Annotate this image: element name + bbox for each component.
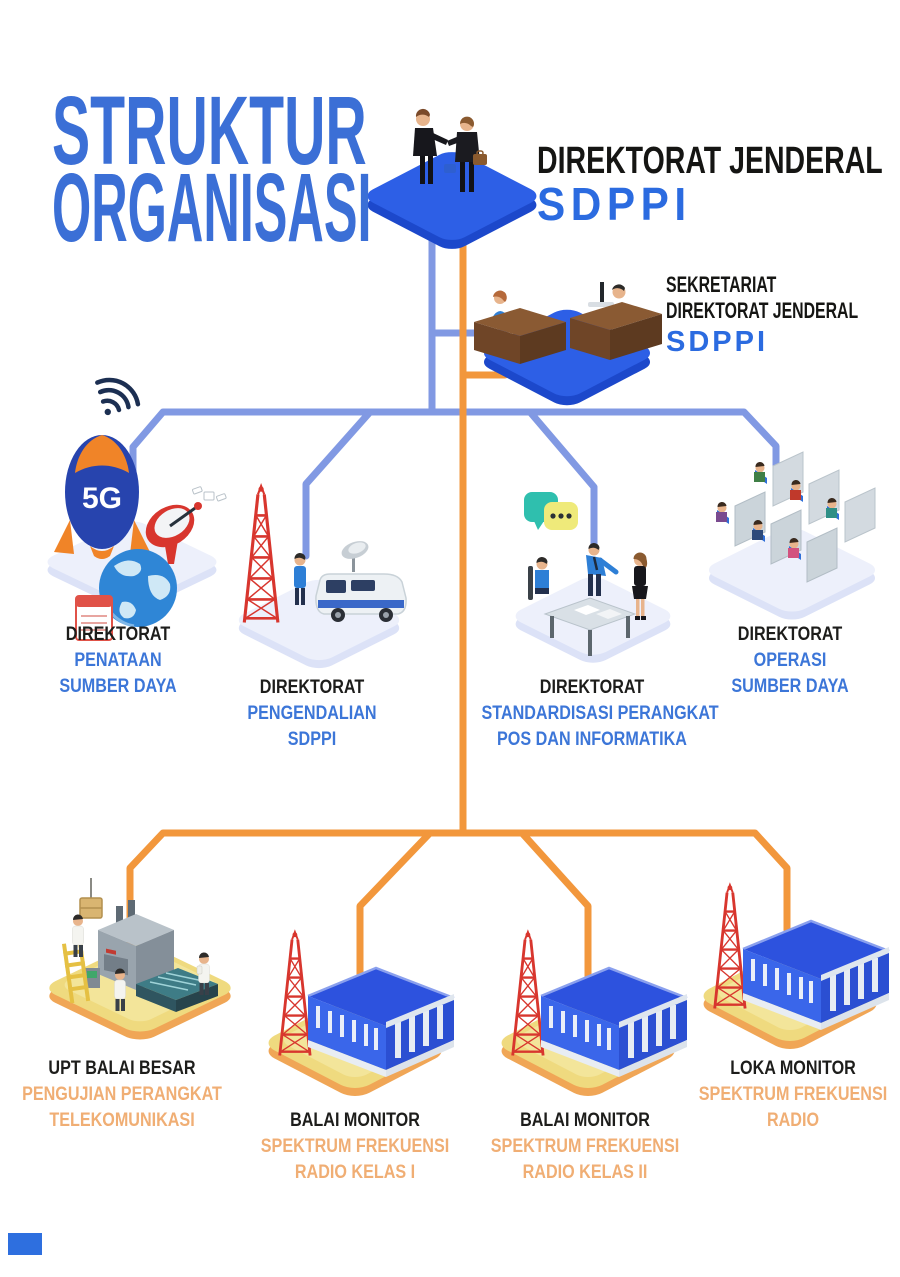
root-dept-text: DIREKTORAT JENDERAL [537,140,883,182]
secretariat-label: SEKRETARIAT DIREKTORAT JENDERAL SDPPI [666,272,900,360]
businesswoman-icon [632,552,648,620]
balai-monitor-1-illustration [250,930,460,1100]
technician-icon [294,552,306,605]
secretariat-line1: SEKRETARIAT [666,272,777,297]
call-center-cubicles-icon [716,451,876,583]
directorate-name: DIREKTORAT [737,624,843,645]
rocket-5g-icon: 5G [54,435,150,559]
loka-monitor-illustration [685,883,895,1053]
balai-monitor-1-label: BALAI MONITOR SPEKTRUM FREKUENSI RADIO K… [225,1108,485,1186]
root-org-text: SDPPI [537,178,692,230]
directorate-sub2: SUMBER DAYA [59,676,177,697]
directorate-standardisasi-label: DIREKTORAT STANDARDISASI PERANGKAT POS D… [462,675,722,753]
directorate-name: DIREKTORAT [539,677,645,698]
monitor-station-building-icon [493,932,687,1100]
directorate-sub2: SUMBER DAYA [731,676,849,697]
directorate-name: DIREKTORAT [65,624,171,645]
directorate-sub1: OPERASI [753,650,827,671]
crane-box-icon [79,878,103,919]
directorate-sub1: PENGENDALIAN [247,703,377,724]
director-general-node-illustration [367,108,537,249]
upt-sub2: RADIO KELAS II [522,1162,648,1183]
balai-monitor-2-label: BALAI MONITOR SPEKTRUM FREKUENSI RADIO K… [455,1108,715,1186]
meeting-desk-icon [543,597,637,656]
directorate-pengendalian-label: DIREKTORAT PENGENDALIAN SDPPI [182,675,442,753]
wifi-icon [95,377,141,416]
seated-person-icon [528,556,549,600]
orange-connector-tree [126,216,791,982]
balai-monitor-2-illustration [483,930,693,1100]
directorate-name: DIREKTORAT [259,677,365,698]
title-line1: STRUKTUR [52,76,367,185]
upt-name: LOKA MONITOR [730,1058,856,1079]
directorate-penataan-label: DIREKTORAT PENATAAN SUMBER DAYA [0,622,248,700]
upt-testing-lab-illustration [49,878,231,1040]
calendar-icon [75,595,113,641]
secretariat-node-illustration [474,282,662,406]
upt-sub1: PENGUJIAN PERANGKAT [22,1084,222,1105]
rocket-5g-text: 5G [82,482,122,515]
upt-sub1: SPEKTRUM FREKUENSI [490,1136,680,1157]
page-title: STRUKTUR ORGANISASI [52,76,666,262]
secretariat-line2: DIREKTORAT JENDERAL [666,298,859,323]
loka-monitor-label: LOKA MONITOR SPEKTRUM FREKUENSI RADIO [663,1056,900,1134]
upt-sub1: SPEKTRUM FREKUENSI [260,1136,450,1157]
standing-person-icon [586,542,619,596]
upt-name: UPT BALAI BESAR [48,1058,196,1079]
lab-worker-icon [196,952,210,995]
lab-worker-icon [72,914,84,957]
directorate-operasi-illustration [708,451,876,620]
globe-icon [99,549,177,628]
blue-connector-tree [129,216,780,560]
lab-machine-icon [84,900,218,1012]
corner-accent-mark [8,1233,42,1255]
directorate-pengendalian-illustration [238,484,407,669]
title-line2: ORGANISASI [52,153,372,262]
office-desks-staff-icon [474,282,662,364]
directorate-standardisasi-illustration [515,492,671,663]
upt-sub2: TELEKOMUNIKASI [49,1110,195,1131]
satellite-dish-icon [145,486,227,564]
directorate-penataan-illustration: 5G [47,377,227,641]
root-node-label: DIREKTORAT JENDERAL SDPPI [537,142,900,228]
directorate-operasi-label: DIREKTORAT OPERASI SUMBER DAYA [660,622,900,700]
monitoring-van-icon [315,541,407,622]
upt-sub2: RADIO KELAS I [294,1162,416,1183]
upt-name: BALAI MONITOR [290,1110,420,1131]
directorate-sub2: POS DAN INFORMATIKA [497,729,687,750]
lab-worker-icon [114,968,126,1011]
upt-balai-besar-label: UPT BALAI BESAR PENGUJIAN PERANGKAT TELE… [0,1056,252,1134]
directorate-sub1: STANDARDISASI PERANGKAT [481,703,719,724]
chat-bubbles-icon [524,492,578,530]
upt-sub2: RADIO [766,1110,820,1131]
handshake-businessmen-icon [413,108,487,192]
upt-name: BALAI MONITOR [520,1110,650,1131]
monitor-station-building-icon [695,885,889,1053]
blue-platform-icon [367,152,537,249]
directorate-sub2: SDPPI [287,729,337,750]
directorate-sub1: PENATAAN [74,650,162,671]
monitor-station-building-icon [260,932,454,1100]
upt-sub1: SPEKTRUM FREKUENSI [698,1084,888,1105]
secretariat-org-text: SDPPI [666,326,769,358]
